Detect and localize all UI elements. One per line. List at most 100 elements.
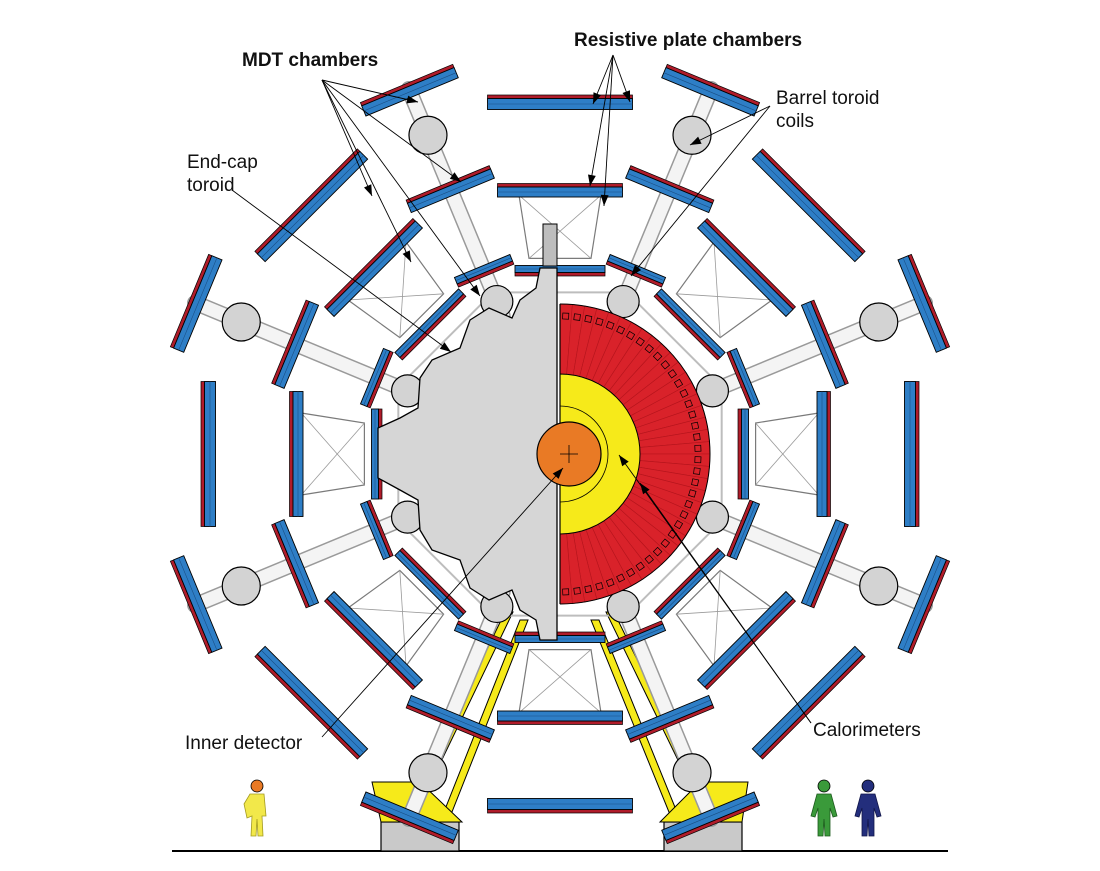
label-barrel-toroid-line2: coils xyxy=(776,111,814,132)
chamber-inner-small xyxy=(453,620,515,655)
mdt-tube-line xyxy=(608,627,665,651)
frame-lattice-diag xyxy=(676,293,772,301)
chamber-middle-large xyxy=(816,391,831,517)
leader-arrowhead xyxy=(552,468,563,479)
chamber-inner xyxy=(514,631,606,643)
mdt-tube-line xyxy=(627,173,711,209)
mdt-tube-line xyxy=(261,650,364,753)
leader-arrowhead xyxy=(640,483,650,495)
leader-arrowhead xyxy=(406,95,418,104)
person-icon-navy xyxy=(854,779,882,837)
muon-chambers xyxy=(169,63,951,845)
calorimeter-cell xyxy=(679,510,689,520)
leader-arrowhead xyxy=(402,250,411,262)
chamber-inner xyxy=(394,288,467,361)
chamber-middle-small xyxy=(405,165,495,214)
leader-arrowhead xyxy=(593,92,601,104)
calorimeter-cell xyxy=(626,567,636,578)
chamber-outer-large xyxy=(487,94,633,110)
mdt-tube-line xyxy=(178,257,218,351)
chamber-outer-small xyxy=(661,791,761,845)
barrel-toroid-coil-outer xyxy=(221,566,261,606)
chamber-outer-small xyxy=(169,555,223,655)
mdt-tube-line xyxy=(805,521,841,605)
frame-lattice-diag xyxy=(518,649,592,714)
frame-strut xyxy=(407,301,484,378)
end-cap-top-block xyxy=(542,223,558,267)
chamber-inner xyxy=(653,547,726,620)
calorimeter-outer-edge xyxy=(559,303,711,605)
frame-lattice-diag xyxy=(713,570,721,666)
calorimeter-cell xyxy=(679,388,689,398)
chamber-middle-small xyxy=(625,694,715,743)
frame-lattice-diag xyxy=(348,607,444,615)
calorimeter-cell xyxy=(693,467,701,475)
label-end-cap-line2: toroid xyxy=(187,175,235,196)
mdt-tube-line xyxy=(455,627,512,651)
calorimeter-cell xyxy=(562,588,570,596)
chamber-middle-large xyxy=(324,590,424,690)
mdt-tube-line xyxy=(279,303,315,387)
frame-lattice-diag xyxy=(528,194,602,259)
mdt-tube-line xyxy=(261,155,364,258)
chamber-inner-small xyxy=(359,347,394,409)
leader-arrowhead xyxy=(619,455,629,467)
calorimeter-cell xyxy=(605,578,615,587)
mdt-tube-line xyxy=(178,557,218,651)
leader-arrowhead xyxy=(600,194,609,206)
frame-lattice-diag xyxy=(755,412,820,486)
rpc-strip xyxy=(759,653,866,760)
calorimeter-cell xyxy=(605,321,615,330)
rpc-strip xyxy=(737,408,742,500)
chamber-outer-large xyxy=(254,645,369,760)
frame-lattice-box xyxy=(300,412,365,496)
mdt-tube-line xyxy=(409,173,493,209)
rpc-strip xyxy=(497,183,623,188)
rpc-strip xyxy=(289,391,294,517)
calorimeter-cell xyxy=(667,369,677,379)
barrel-toroid-coil-outer xyxy=(859,302,899,342)
barrel-toroid-coil-outer xyxy=(408,753,448,793)
rpc-strip xyxy=(826,391,831,517)
calorimeter-cell xyxy=(660,360,671,370)
chamber-inner xyxy=(653,288,726,361)
leader-arrowhead xyxy=(588,174,596,186)
mdt-tube-line xyxy=(363,502,387,559)
mdt-tube-line xyxy=(700,594,790,684)
chamber-middle-small xyxy=(800,299,849,389)
frame-lattice-diag xyxy=(713,242,721,338)
leader-lines xyxy=(231,54,812,738)
barrel-toroid-coil-outer xyxy=(672,753,712,793)
person-icon-yellow xyxy=(243,779,267,837)
calorimeter-cell xyxy=(635,337,645,347)
mdt-tube-line xyxy=(733,349,757,406)
chamber-outer-large xyxy=(904,381,920,527)
calorimeter-cell xyxy=(595,317,604,326)
calorimeter-cell xyxy=(635,561,645,571)
leader-arrowhead xyxy=(364,184,372,196)
barrel-toroid-coil-outer xyxy=(672,115,712,155)
mdt-tube-line xyxy=(397,552,462,617)
mdt-tube-line xyxy=(756,650,859,753)
calorimeter-cell xyxy=(684,399,693,409)
frame-lattice-diag xyxy=(300,412,365,486)
mdt-tube-line xyxy=(902,557,942,651)
frame-lattice-box xyxy=(754,412,820,496)
label-calorimeters: Calorimeters xyxy=(813,720,921,741)
leader-arrowhead xyxy=(449,172,461,182)
rpc-strip xyxy=(915,381,920,527)
chamber-middle-large xyxy=(289,391,304,517)
calorimeter-cell xyxy=(688,410,697,419)
mdt-tube-line xyxy=(663,72,757,112)
calorimeter-cell xyxy=(573,587,581,595)
calorimeter-cell xyxy=(584,585,593,594)
chamber-outer-small xyxy=(661,63,761,117)
chamber-inner-small xyxy=(605,620,667,655)
end-cap-toroid xyxy=(377,267,558,641)
chamber-inner xyxy=(394,547,467,620)
chamber-middle-small xyxy=(800,519,849,609)
calorimeter-cell xyxy=(691,478,700,487)
label-barrel-toroid-line1: Barrel toroid xyxy=(776,88,880,109)
calorimeter-cell xyxy=(584,314,593,323)
rpc-strip xyxy=(497,720,623,725)
